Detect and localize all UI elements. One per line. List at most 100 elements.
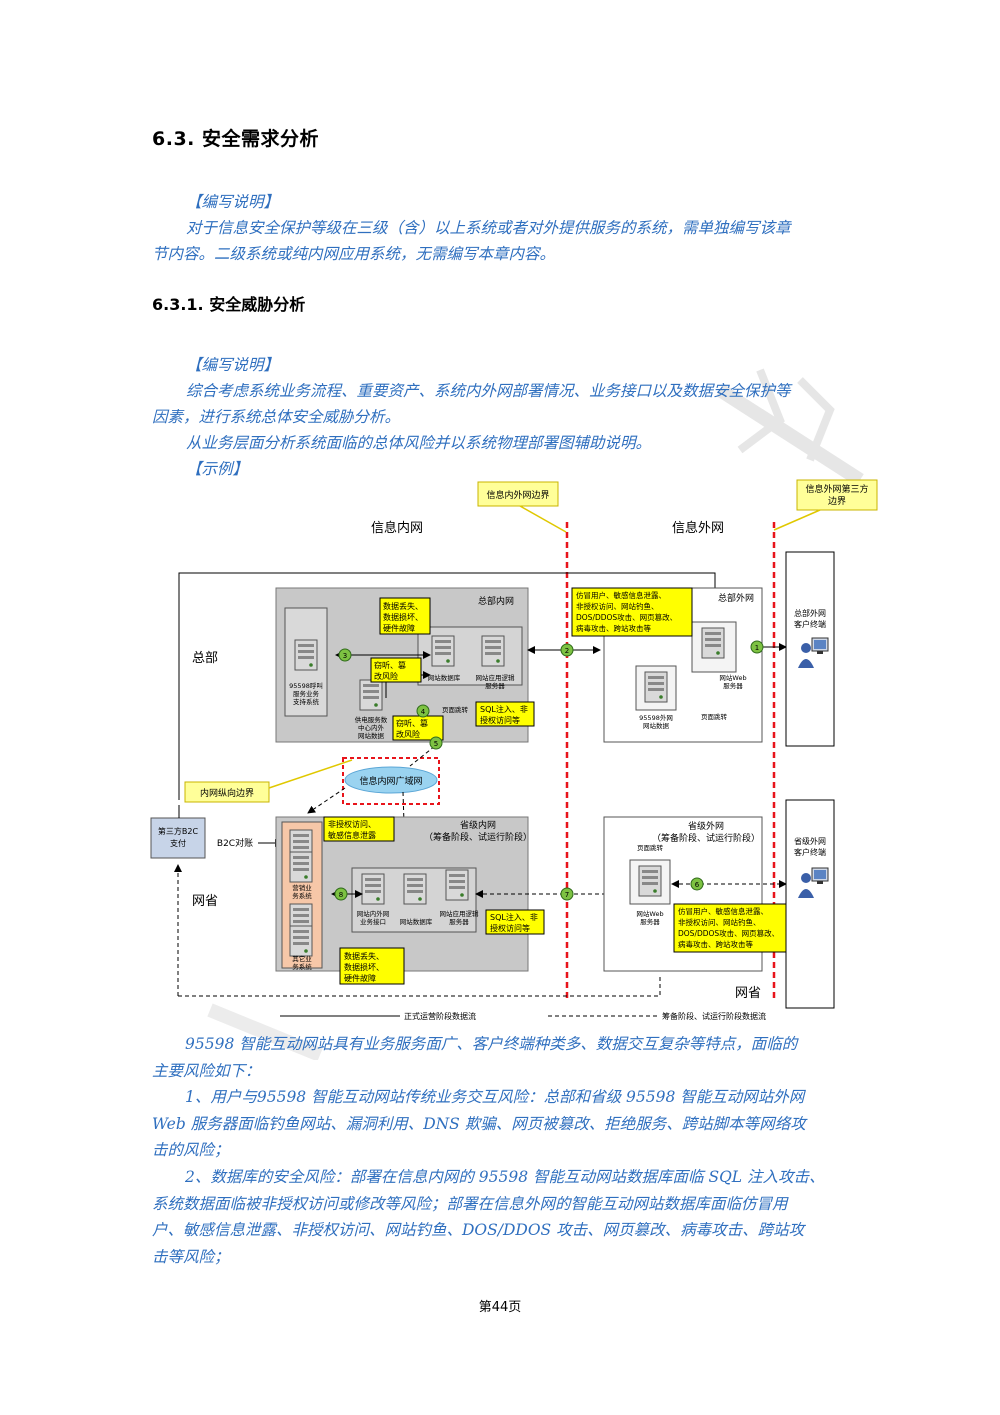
server-label: 网站内外网: [357, 909, 390, 918]
note-text-line: 因素，进行系统总体安全威胁分析。: [152, 408, 401, 426]
legend-dashed-label: 筹备阶段、试运行阶段数据流: [662, 1011, 766, 1021]
hq-outer-label: 总部外网: [718, 592, 754, 604]
risk-text: 数据损坏、: [383, 612, 423, 622]
server-label: 服务器: [640, 917, 660, 926]
svg-text:5: 5: [434, 740, 438, 748]
risk-text: 窃听、篡: [396, 718, 428, 728]
prov-outer-label: 省级外网: [688, 820, 724, 832]
server-label: 网站应用逻辑: [476, 673, 516, 682]
server-label: 网站Web: [719, 673, 746, 682]
row-prov-bottom-label: 网省: [735, 986, 761, 1001]
svg-text:2: 2: [565, 647, 569, 655]
server-label: 务系统: [292, 962, 312, 971]
terminal-label: 省级外网: [794, 836, 826, 846]
svg-text:6: 6: [695, 881, 700, 889]
server-label: 页面跳转: [701, 712, 728, 721]
flow-marker: 1: [750, 640, 764, 654]
svg-text:4: 4: [421, 708, 426, 716]
note-text-line: 对于信息安全保护等级在三级（含）以上系统或者对外提供服务的系统，需单独编写该章: [186, 219, 791, 237]
svg-text:1: 1: [755, 644, 759, 652]
risk-text: 改风险: [374, 671, 398, 681]
row-prov-label: 网省: [192, 894, 218, 909]
server-label: 营销业: [292, 883, 312, 892]
risk-text: 非授权访问、网站钓鱼、: [576, 601, 659, 611]
risk-text: 窃听、篡: [374, 660, 406, 670]
risk-text: 数据损坏、: [344, 962, 384, 972]
boundary-third-label: 边界: [828, 496, 846, 507]
prov-inner-label: 省级内网: [460, 819, 496, 831]
risk-text: SQL注入、非: [490, 912, 538, 922]
svg-text:8: 8: [339, 891, 343, 899]
server-label: 供电服务数: [355, 715, 388, 724]
terminal-label: 总部外网: [794, 608, 826, 618]
third-party-label: 第三方B2C: [158, 826, 199, 836]
boundary-inner-outer-label: 信息内外网边界: [486, 489, 549, 501]
body-paragraph: 1、用户与95598 智能互动网站传统业务交互风险：总部和省级 95598 智能…: [152, 1088, 806, 1159]
watermark-logo-bottom: [207, 1003, 323, 1060]
flow-marker: 6: [690, 877, 704, 891]
risk-text: 改风险: [396, 729, 420, 739]
flow-marker: 4: [416, 704, 430, 718]
third-party-label: 支付: [170, 838, 186, 848]
server-label: 务系统: [292, 891, 312, 900]
server-label: 业务接口: [360, 917, 386, 926]
flow-marker: 7: [560, 887, 574, 901]
terminal-label: 客户终端: [794, 619, 826, 629]
risk-text: 授权访问等: [480, 715, 520, 725]
server-label: 网站数据: [358, 731, 385, 740]
vertical-boundary-label: 内网纵向边界: [200, 787, 254, 799]
server-label: 页面跳转: [637, 843, 664, 852]
server-label: 95598外网: [639, 713, 673, 722]
risk-text: 硬件故障: [383, 623, 415, 633]
server-label: 网站应用逻辑: [440, 909, 480, 918]
prov-outer-label: （筹备阶段、试运行阶段）: [652, 832, 760, 844]
prov-inner-label: （筹备阶段、试运行阶段）: [424, 831, 532, 843]
server-label: 网站数据库: [400, 917, 433, 926]
note-text-line: 综合考虑系统业务流程、重要资产、系统内外网部署情况、业务接口以及数据安全保护等: [186, 382, 791, 400]
server-label: 服务器: [449, 917, 469, 926]
risk-text: DOS/DDOS攻击、网页篡改、: [576, 612, 677, 622]
server-label: 网站数据库: [428, 673, 461, 682]
body-paragraph: 2、数据库的安全风险：部署在信息内网的 95598 智能互动网站数据库面临 SQ…: [152, 1168, 825, 1266]
risk-text: 硬件故障: [344, 973, 376, 983]
server-label: 网站Web: [636, 909, 663, 918]
page-number: 第44页: [478, 1300, 522, 1315]
note-text-line: 节内容。二级系统或纯内网应用系统，无需编写本章内容。: [152, 245, 556, 263]
flow-marker: 2: [560, 643, 574, 657]
note-label: 【编写说明】: [186, 356, 280, 374]
risk-text: 仿冒用户、敏感信息泄露、: [576, 590, 666, 600]
flow-marker: 5: [429, 736, 443, 750]
risk-text: 非授权访问、: [328, 819, 376, 829]
hq-inner-label: 总部内网: [478, 595, 514, 607]
risk-text: 敏感信息泄露: [328, 830, 376, 840]
flow-marker: 3: [338, 648, 352, 662]
server-label: 服务器: [723, 681, 743, 690]
note-text-line: 从业务层面分析系统面临的总体风险并以系统物理部署图辅助说明。: [186, 434, 652, 452]
flow-marker: 8: [334, 887, 348, 901]
risk-text: 数据丢失、: [383, 601, 423, 611]
subsection-heading: 6.3.1. 安全威胁分析: [152, 295, 306, 314]
risk-text: 仿冒用户、敏感信息泄露、: [678, 906, 768, 916]
risk-text: 病毒攻击、跨站攻击等: [678, 939, 753, 949]
server-label: 服务器: [485, 681, 505, 690]
risk-text: 授权访问等: [490, 923, 530, 933]
svg-text:3: 3: [343, 652, 347, 660]
server-label: 95598呼叫: [289, 681, 323, 690]
server-label: 网站数据: [643, 721, 670, 730]
deployment-diagram: 信息内外网边界 信息外网第三方 边界 信息内网 信息外网 总部 网省 总部内网 …: [150, 479, 878, 1021]
risk-text: SQL注入、非: [480, 704, 528, 714]
server-label: 其它业: [292, 954, 312, 963]
watermark-logo: [716, 368, 864, 486]
server-label: 支持系统: [293, 697, 320, 706]
risk-text: 非授权访问、网站钓鱼、: [678, 917, 761, 927]
server-label: 中心内外: [358, 723, 385, 732]
zone-outer-label: 信息外网: [672, 520, 724, 536]
risk-text: 数据丢失、: [344, 951, 384, 961]
risk-text: 病毒攻击、跨站攻击等: [576, 623, 651, 633]
legend-solid-label: 正式运营阶段数据流: [404, 1011, 476, 1021]
terminal-label: 客户终端: [794, 847, 826, 857]
section-heading: 6.3. 安全需求分析: [152, 128, 319, 150]
body-paragraph: 95598 智能互动网站具有业务服务面广、客户终端种类多、数据交互复杂等特点，面…: [152, 1035, 798, 1080]
wan-label: 信息内网广域网: [359, 775, 422, 787]
note-label: 【编写说明】: [186, 193, 280, 211]
